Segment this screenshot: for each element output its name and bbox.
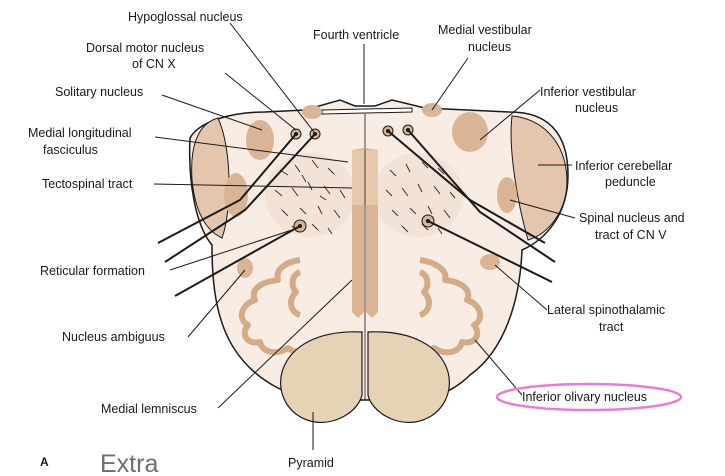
label-inferior-vestibular-line2: nucleus <box>575 101 618 115</box>
panel-letter: A <box>40 455 49 469</box>
label-inferior-cerebellar-peduncle-line2: peduncle <box>605 175 656 189</box>
label-solitary-nucleus: Solitary nucleus <box>55 85 143 99</box>
label-dorsal-motor-nucleus-line2: of CN X <box>132 57 176 71</box>
label-medial-vestibular: Medial vestibular <box>438 23 532 37</box>
medial-vestibular-nucleus-left <box>302 105 322 119</box>
inferior-cerebellar-peduncle-left <box>192 118 229 238</box>
label-mlf-line2: fasciculus <box>43 143 98 157</box>
label-dorsal-motor-nucleus: Dorsal motor nucleus <box>86 41 204 55</box>
lateral-spinothalamic-right <box>480 254 500 270</box>
label-pyramid: Pyramid <box>288 456 334 470</box>
reticular-formation-left <box>265 153 355 237</box>
label-nucleus-ambiguus: Nucleus ambiguus <box>62 330 165 344</box>
label-spinal-nucleus-cn-v: Spinal nucleus and <box>579 211 685 225</box>
spinal-nucleus-cn-v-right <box>497 177 517 213</box>
label-tectospinal-tract: Tectospinal tract <box>42 177 133 191</box>
label-mlf: Medial longitudinal <box>28 126 132 140</box>
label-lateral-spinothalamic-line2: tract <box>599 320 624 334</box>
label-inferior-cerebellar-peduncle: Inferior cerebellar <box>575 159 672 173</box>
label-lateral-spinothalamic: Lateral spinothalamic <box>547 303 665 317</box>
inferior-vestibular-nucleus-right <box>452 112 488 152</box>
label-medial-vestibular-line2: nucleus <box>468 40 511 54</box>
caption-extra: Extra <box>100 450 158 476</box>
label-fourth-ventricle: Fourth ventricle <box>313 28 399 42</box>
label-inferior-vestibular: Inferior vestibular <box>540 85 636 99</box>
label-medial-lemniscus: Medial lemniscus <box>101 402 197 416</box>
reticular-formation-right <box>373 153 463 237</box>
label-inferior-olivary-nucleus: Inferior olivary nucleus <box>522 390 647 404</box>
label-spinal-nucleus-cn-v-line2: tract of CN V <box>595 228 667 242</box>
label-hypoglossal-nucleus: Hypoglossal nucleus <box>128 10 243 24</box>
label-reticular-formation: Reticular formation <box>40 264 145 278</box>
